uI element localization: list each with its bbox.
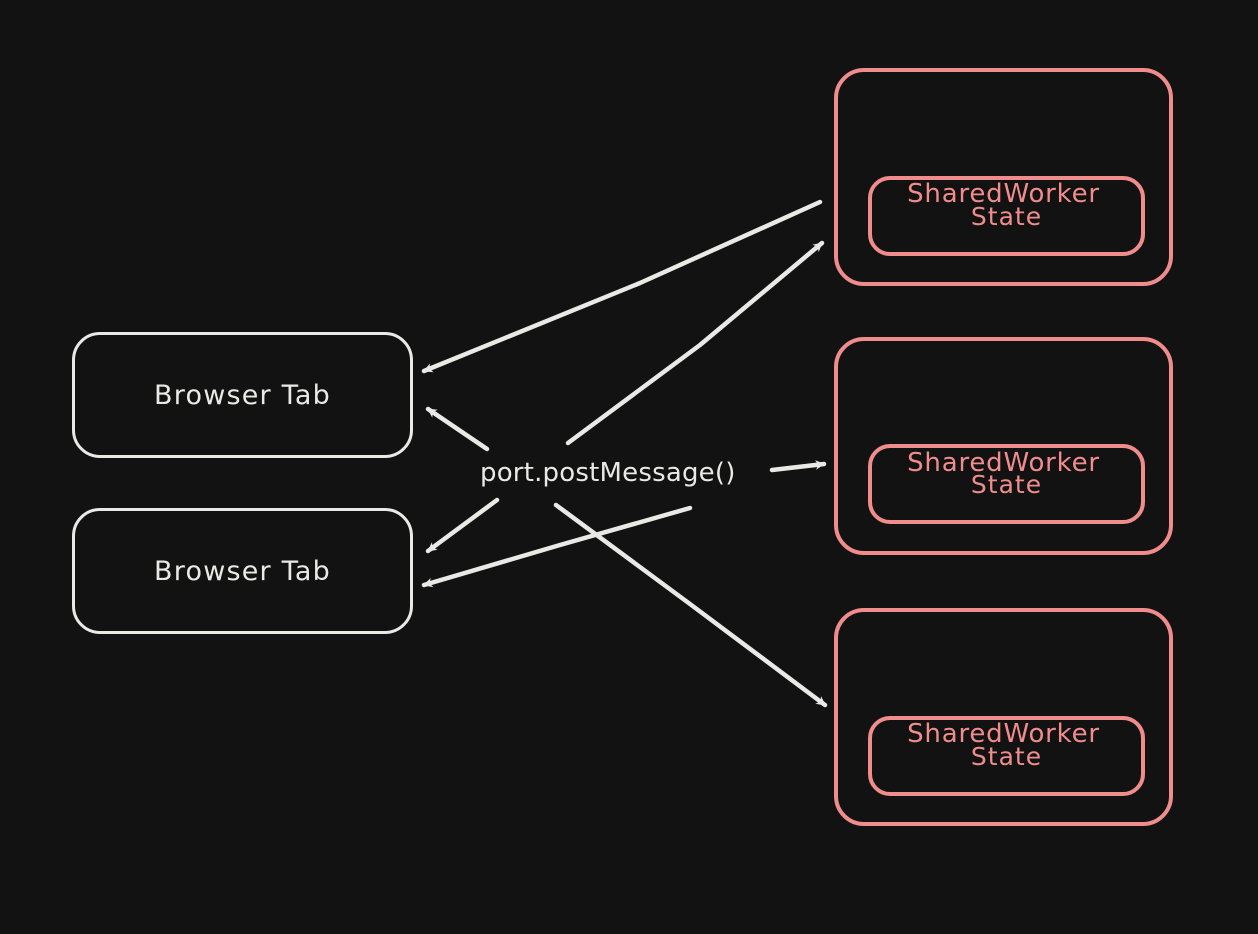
shared-worker-2-label: SharedWorker	[907, 448, 1100, 478]
arrow-worker1-to-tab1	[421, 199, 823, 374]
shared-worker-2-state[interactable]: State	[868, 444, 1145, 524]
browser-tab-2[interactable]: Browser Tab	[72, 508, 413, 634]
arrow-center-to-tab2	[425, 497, 500, 554]
arrow-worker3-to-tab2	[421, 505, 693, 588]
shared-worker-3-state-label: State	[970, 741, 1043, 771]
shared-worker-3[interactable]: SharedWorker	[834, 608, 1173, 826]
shared-worker-2-state-label: State	[970, 469, 1043, 499]
post-message-label: port.postMessage()	[480, 458, 736, 488]
shared-worker-3-label: SharedWorker	[907, 719, 1100, 749]
browser-tab-1-label: Browser Tab	[154, 379, 331, 411]
shared-worker-3-state[interactable]: State	[868, 716, 1145, 796]
shared-worker-1-state-label: State	[970, 201, 1043, 231]
arrow-center-to-worker3	[553, 502, 828, 708]
arrow-center-to-tab1	[425, 406, 490, 452]
browser-tab-2-label: Browser Tab	[154, 555, 331, 587]
arrow-center-to-worker1	[565, 240, 825, 446]
arrow-center-to-worker2	[769, 460, 827, 473]
shared-worker-1-state[interactable]: State	[868, 176, 1145, 256]
shared-worker-2[interactable]: SharedWorker	[834, 337, 1173, 555]
shared-worker-1[interactable]: SharedWorker	[834, 68, 1173, 286]
shared-worker-1-label: SharedWorker	[907, 179, 1100, 209]
browser-tab-1[interactable]: Browser Tab	[72, 332, 413, 458]
